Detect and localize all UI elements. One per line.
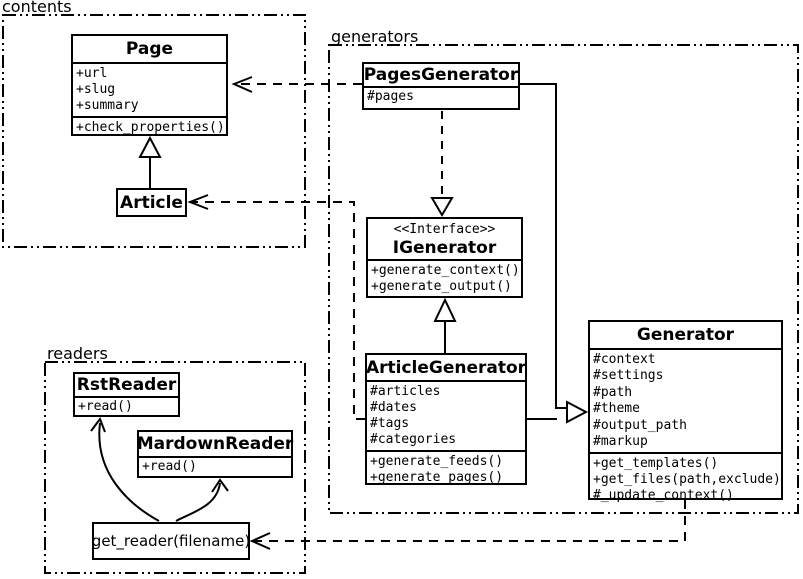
class-articlegenerator-title: ArticleGenerator: [365, 357, 527, 378]
generators-package-border: [328, 44, 799, 514]
class-articlegenerator-attributes: #articles #dates #tags #categories: [367, 380, 525, 450]
method: +generate_feeds(): [370, 454, 504, 469]
getreader-to-mardownreader-arrow: [175, 478, 229, 522]
contents-package-border: [2, 14, 306, 248]
class-generator-attributes: #context #settings #path #theme #output_…: [590, 348, 781, 452]
attribute: #settings: [593, 368, 664, 384]
class-page: Page +url +slug +summary +check_properti…: [71, 34, 228, 136]
attribute: #theme: [593, 401, 640, 417]
class-page-methods: +check_properties(): [73, 116, 226, 138]
package-label-contents: contents: [2, 0, 72, 16]
class-igenerator: <<Interface>> IGenerator +generate_conte…: [366, 217, 523, 298]
class-rstreader-methods: +read(): [75, 396, 178, 417]
method: +generate_context(): [371, 263, 520, 278]
method: +generate_output(): [371, 279, 512, 294]
function-get-reader: get_reader(filename): [92, 522, 250, 560]
pagesgenerator-to-page-dependency: [231, 76, 362, 93]
class-article-title: Article: [120, 192, 183, 213]
class-page-attributes: +url +slug +summary: [73, 62, 226, 116]
method: #_update_context(): [593, 488, 734, 504]
class-pagesgenerator-attributes: #pages: [364, 86, 518, 106]
package-label-generators: generators: [331, 27, 419, 46]
class-igenerator-title: IGenerator: [392, 238, 497, 258]
pagesgenerator-to-igenerator-realization: [430, 111, 454, 217]
attribute: #path: [593, 384, 633, 400]
class-mardownreader-title: MardownReader: [136, 434, 294, 454]
class-rstreader: RstReader +read(): [73, 372, 180, 417]
class-igenerator-methods: +generate_context() +generate_output(): [368, 259, 521, 297]
method: +generate_pages(): [370, 470, 504, 485]
attribute: #markup: [593, 434, 648, 450]
attribute: +url: [76, 66, 108, 81]
attribute: #tags: [370, 416, 410, 431]
method: +get_files(path,exclude): [593, 472, 781, 488]
class-mardownreader: MardownReader +read(): [137, 430, 293, 478]
function-get-reader-label: get_reader(filename): [91, 532, 251, 550]
class-mardownreader-methods: +read(): [139, 456, 291, 477]
method: +read(): [78, 399, 133, 414]
generators-to-generator-inheritance: [520, 83, 589, 424]
class-articlegenerator-methods: +generate_feeds() +generate_pages(): [367, 450, 525, 488]
method: +read(): [142, 459, 197, 474]
readers-package-border: [44, 361, 306, 574]
article-to-page-inheritance: [138, 135, 162, 188]
class-generator-title: Generator: [636, 325, 735, 345]
method: +check_properties(): [76, 120, 225, 135]
attribute: #context: [593, 352, 656, 367]
getreader-to-rstreader-arrow: [90, 416, 160, 522]
attribute: #articles: [370, 384, 441, 399]
class-pagesgenerator: PagesGenerator #pages: [362, 62, 520, 110]
method: +get_templates(): [593, 456, 719, 472]
package-label-readers: readers: [47, 344, 108, 363]
attribute: #output_path: [593, 417, 687, 433]
class-pagesgenerator-title: PagesGenerator: [363, 65, 519, 85]
attribute: #dates: [370, 400, 417, 415]
class-articlegenerator: ArticleGenerator #articles #dates #tags …: [365, 353, 527, 485]
articlegenerator-to-igenerator-inheritance: [433, 297, 457, 353]
class-rstreader-title: RstReader: [76, 375, 177, 395]
class-generator-methods: +get_templates() +get_files(path,exclude…: [590, 452, 781, 506]
attribute: #pages: [367, 89, 414, 104]
attribute: +summary: [76, 98, 139, 113]
attribute: +slug: [76, 82, 116, 97]
class-generator: Generator #context #settings #path #them…: [588, 320, 783, 503]
articlegenerator-to-article-dependency: [187, 194, 365, 420]
class-article: Article: [116, 188, 187, 217]
class-igenerator-stereotype: <<Interface>>: [393, 222, 496, 237]
class-page-title: Page: [125, 39, 174, 59]
attribute: #categories: [370, 432, 457, 447]
generator-to-getreader-dependency: [249, 500, 686, 550]
